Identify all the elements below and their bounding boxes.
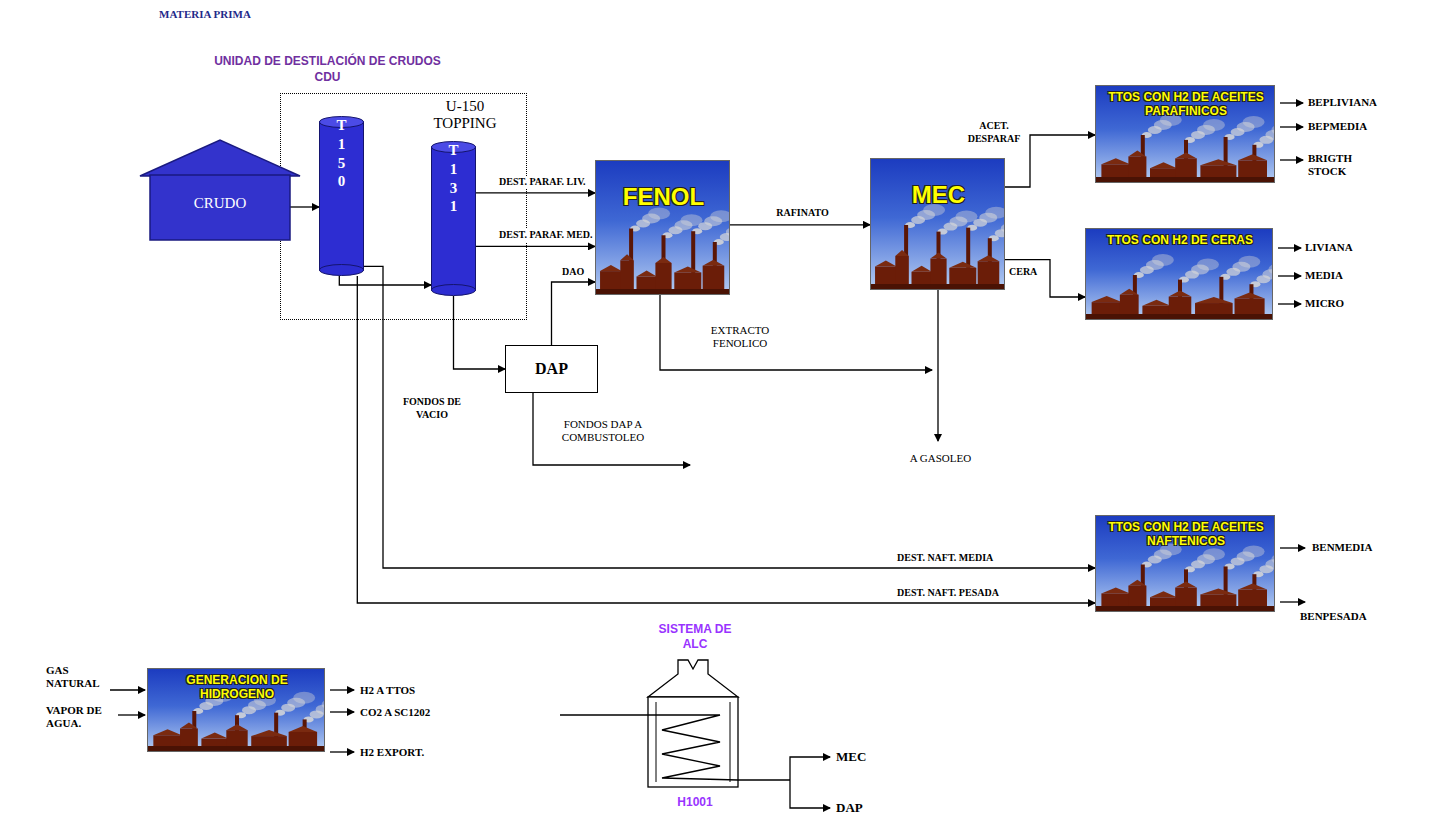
column-tag: T 1 3 1 <box>446 141 461 216</box>
stream-label: DEST. PARAF. MED. <box>497 229 594 242</box>
alc-node: SISTEMA DE ALC H1001 <box>620 622 770 812</box>
system-heading: SISTEMA DE ALC <box>655 622 735 652</box>
unit-title: TTOS CON H2 DE ACEITES NAFTENICOS <box>1102 520 1270 549</box>
flow-connector <box>552 282 596 345</box>
flow-connector <box>364 266 1095 568</box>
stream-label: GAS NATURAL <box>46 664 104 690</box>
flow-connector <box>730 224 870 225</box>
stream-label: DEST. NAFT. PESADA <box>895 587 1001 600</box>
unit-name: U-150 TOPPING <box>419 98 511 133</box>
ttos-node: GENERACION DE HIDROGENO <box>147 668 325 752</box>
stream-label: BRIGTH STOCK <box>1308 152 1370 178</box>
extract-line <box>660 295 932 370</box>
plant-picture <box>871 159 1005 290</box>
flow-connector <box>357 276 1095 603</box>
input-arrow <box>110 689 145 690</box>
product-arrow <box>1278 303 1301 304</box>
column-tag: T 1 5 0 <box>334 116 349 191</box>
storage-house <box>150 140 290 240</box>
unit-title: MEC <box>871 181 1005 209</box>
flow-connector <box>290 206 319 207</box>
stream-label: LIVIANA <box>1305 241 1405 254</box>
dap-node: DAP <box>505 345 598 393</box>
ttos-node: TTOS CON H2 DE ACEITES PARAFINICOS <box>1095 85 1275 183</box>
output-arrow <box>330 751 354 752</box>
flow-connector <box>476 246 595 247</box>
tower-node: T 1 5 0 <box>319 116 364 276</box>
gasoil-line <box>937 290 938 441</box>
flow-connector <box>476 192 595 193</box>
output-arrow <box>330 711 354 712</box>
unit-title: FENOL <box>596 183 730 211</box>
product-arrow <box>1280 601 1305 602</box>
flow-connector <box>339 276 431 285</box>
product-arrow <box>1280 547 1305 548</box>
unit-heading: UNIDAD DE DESTILACIÓN DE CRUDOS CDU <box>206 54 449 85</box>
cdu-node: UNIDAD DE DESTILACIÓN DE CRUDOS CDUU-150… <box>280 93 527 320</box>
stream-label: MEC <box>836 749 886 765</box>
product-arrow <box>1280 159 1303 160</box>
tower-node: T 1 3 1 <box>431 141 476 296</box>
stream-label: A GASOLEO <box>893 452 988 465</box>
stream-label: H2 A TTOS <box>360 684 480 697</box>
big-node: FENOL <box>595 160 730 295</box>
unit-title: GENERACION DE HIDROGENO <box>154 673 320 702</box>
stream-label: DAP <box>836 800 886 816</box>
flow-connector <box>454 296 506 369</box>
stream-label: BENPESADA <box>1300 610 1420 623</box>
product-arrow <box>1280 126 1303 127</box>
stream-label: EXTRACTO FENOLICO <box>700 324 780 350</box>
stream-label: VAPOR DE AGUA. <box>46 704 112 730</box>
stream-label: BENMEDIA <box>1312 541 1432 554</box>
stream-label: CO2 A SC1202 <box>360 706 480 719</box>
unit-title: TTOS CON H2 DE CERAS <box>1092 233 1268 247</box>
big-node: MEC <box>870 158 1005 290</box>
output-arrow <box>330 689 354 690</box>
stream-label: DAO <box>560 266 586 279</box>
stream-label: MICRO <box>1305 297 1405 310</box>
house-node: CRUDO <box>150 140 290 240</box>
stream-label: DEST. PARAF. LIV. <box>497 176 588 189</box>
stream-label: MEDIA <box>1305 269 1405 282</box>
product-arrow <box>1278 275 1301 276</box>
fuel-line <box>533 393 690 465</box>
heater-inlet <box>560 714 648 715</box>
stream-label: DEST. NAFT. MEDIA <box>895 552 995 565</box>
stream-label: BEPMEDIA <box>1308 120 1428 133</box>
stream-label: H2 EXPORT. <box>360 746 480 759</box>
product-arrow <box>1278 247 1301 248</box>
stream-label: FONDOS DAP A COMBUSTOLEO <box>553 418 653 444</box>
unit-box-label: DAP <box>535 360 568 378</box>
stream-label: RAFINATO <box>760 207 845 220</box>
heater-outlet <box>738 779 790 780</box>
ttos-node: TTOS CON H2 DE ACEITES NAFTENICOS <box>1095 515 1275 612</box>
stream-label: FONDOS DE VACIO <box>396 396 468 421</box>
unit-title: TTOS CON H2 DE ACEITES PARAFINICOS <box>1102 90 1270 119</box>
ttos-node: TTOS CON H2 DE CERAS <box>1085 228 1273 320</box>
output-arrow <box>790 780 830 808</box>
diagram-title: MATERIA PRIMA <box>145 8 265 21</box>
plant-picture <box>596 161 730 295</box>
flow-connector <box>1005 260 1085 297</box>
stream-label: BEPLIVIANA <box>1308 96 1428 109</box>
output-arrow <box>790 757 830 780</box>
storage-label: CRUDO <box>150 195 290 212</box>
stream-label: ACET. DESPARAF <box>963 120 1025 145</box>
product-arrow <box>1280 102 1303 103</box>
stream-label: CERA <box>1007 266 1039 279</box>
input-arrow <box>118 714 145 715</box>
heater-tag: H1001 <box>620 795 770 809</box>
